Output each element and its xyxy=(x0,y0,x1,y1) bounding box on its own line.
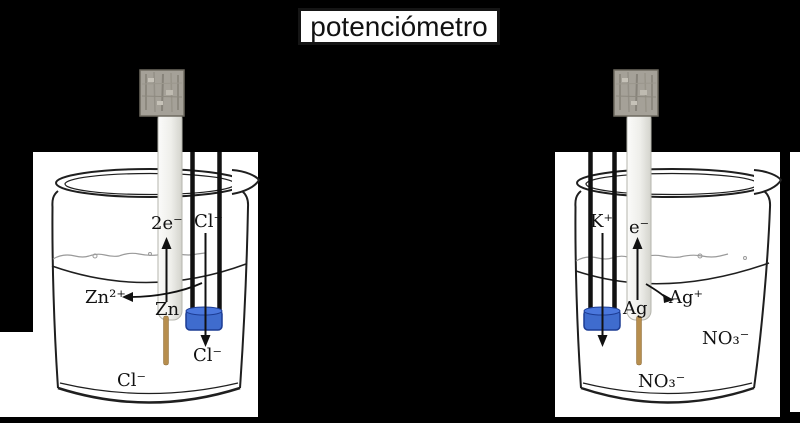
left-solution-surface xyxy=(51,252,247,284)
right-solution-anion-bottom: NO₃⁻ xyxy=(638,371,685,392)
title-box: potenciómetro xyxy=(298,8,500,45)
silver-electrode-rod xyxy=(626,109,652,321)
right-cation-label: Ag⁺ xyxy=(668,287,703,308)
left-bridge-anion-top: Cl⁻ xyxy=(194,211,223,232)
left-electrode-label: Zn xyxy=(155,299,180,320)
right-electrode-clamp xyxy=(613,69,659,117)
right-bridge-arrowhead xyxy=(597,335,608,347)
right-bridge-cation: K⁺ xyxy=(590,211,613,232)
left-edge-white-strip xyxy=(0,332,33,417)
left-bridge-anion-bottom: Cl⁻ xyxy=(193,345,222,366)
zinc-electrode xyxy=(157,109,183,366)
silver-ion-arrow xyxy=(645,283,674,303)
left-solution-anion: Cl⁻ xyxy=(117,370,146,391)
left-cation-label: Zn²⁺ xyxy=(85,287,126,308)
left-salt-bridge-tube xyxy=(185,152,223,347)
left-electron-label: 2e⁻ xyxy=(151,213,183,234)
left-electrode-clamp xyxy=(139,69,185,117)
right-edge-white-strip xyxy=(790,152,800,412)
page-title: potenciómetro xyxy=(310,10,488,42)
zinc-electrode-wire xyxy=(163,315,169,366)
zinc-ion-arrow xyxy=(122,282,203,302)
right-electrode-label: Ag xyxy=(622,298,648,319)
right-electron-arrowhead xyxy=(632,237,643,249)
right-solution-anion-mid: NO₃⁻ xyxy=(702,328,749,349)
left-bridge-arrowhead xyxy=(200,335,211,347)
silver-electrode-wire xyxy=(636,315,642,366)
right-salt-bridge-tube xyxy=(583,152,621,347)
right-solution-surface xyxy=(575,253,770,285)
right-electron-label: e⁻ xyxy=(629,217,649,238)
left-electron-arrowhead xyxy=(161,237,172,249)
right-beaker xyxy=(574,168,783,404)
silver-electrode xyxy=(626,109,652,366)
left-beaker xyxy=(51,168,261,404)
